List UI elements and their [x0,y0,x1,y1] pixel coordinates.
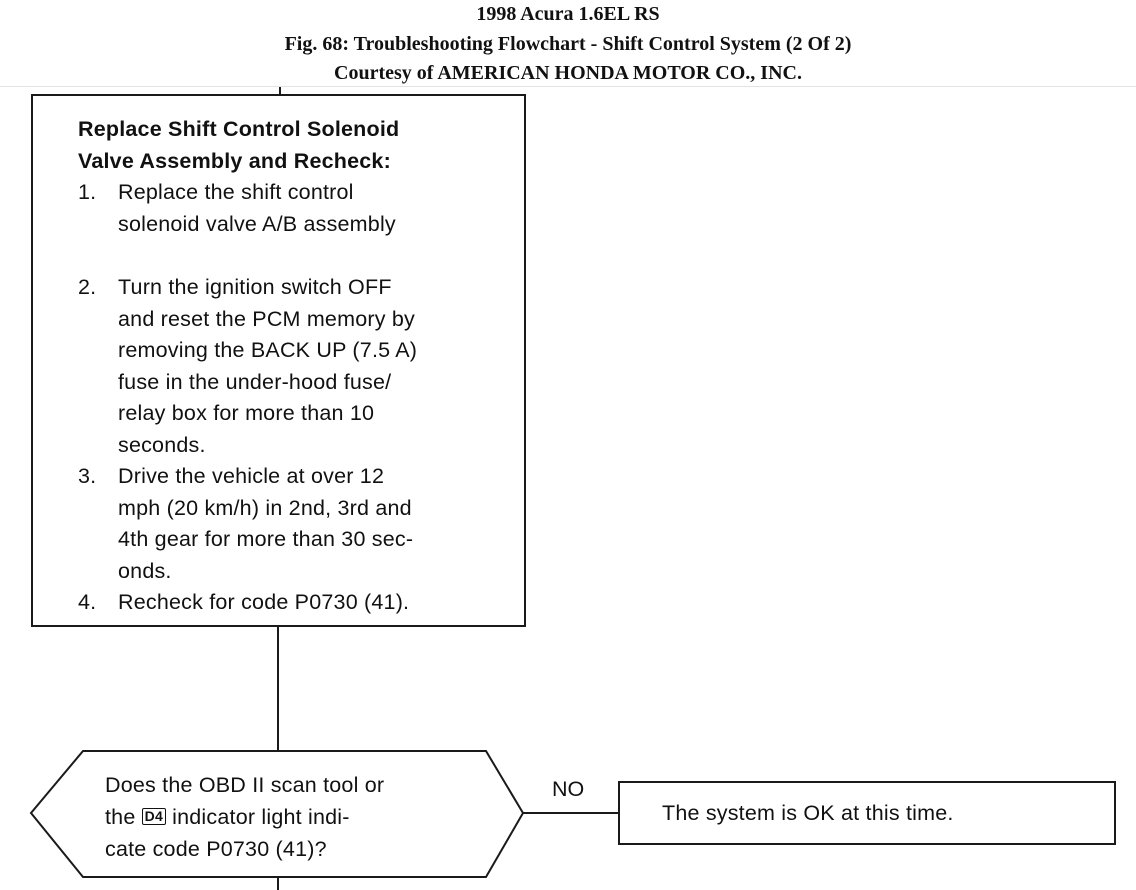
system-ok-text: The system is OK at this time. [662,800,954,825]
step-number: 2. [78,275,97,299]
system-ok-box: The system is OK at this time. [618,781,1116,845]
figure-title: Fig. 68: Troubleshooting Flowchart - Shi… [284,32,852,55]
vehicle-title: 1998 Acura 1.6EL RS [476,3,660,25]
step-item: 2. Turn the ignition switch OFF and rese… [78,272,508,461]
document-header: 1998 Acura 1.6EL RS Fig. 68: Troubleshoo… [0,0,1136,87]
step-item: 3. Drive the vehicle at over 12 mph (20 … [78,461,508,587]
step-number: 4. [78,590,97,614]
decision-line-3: cate code P0730 (41)? [105,837,327,861]
step-number: 3. [78,464,97,488]
step-text: Recheck for code P0730 (41). [118,590,410,614]
step-box-title: Replace Shift Control Solenoid Valve Ass… [78,117,400,173]
step-text: Replace the shift control solenoid valve… [118,180,396,236]
courtesy-line: Courtesy of AMERICAN HONDA MOTOR CO., IN… [334,62,802,84]
replace-solenoid-step-box: Replace Shift Control Solenoid Valve Ass… [31,94,526,627]
step-list: 1. Replace the shift control solenoid va… [78,177,508,619]
step-item: 1. Replace the shift control solenoid va… [78,177,508,240]
decision-line-2: the D4 indicator light indi- [105,805,350,829]
step-text: Turn the ignition switch OFF and reset t… [118,275,418,457]
step-text: Drive the vehicle at over 12 mph (20 km/… [118,464,414,583]
d4-indicator-icon: D4 [141,808,166,825]
decision-diamond [29,750,525,878]
decision-question: Does the OBD II scan tool or the D4 indi… [105,769,465,865]
step-number: 1. [78,180,97,204]
no-branch-label: NO [552,777,585,801]
decision-line-1: Does the OBD II scan tool or [105,773,385,797]
step-item: 4. Recheck for code P0730 (41). [78,587,508,619]
